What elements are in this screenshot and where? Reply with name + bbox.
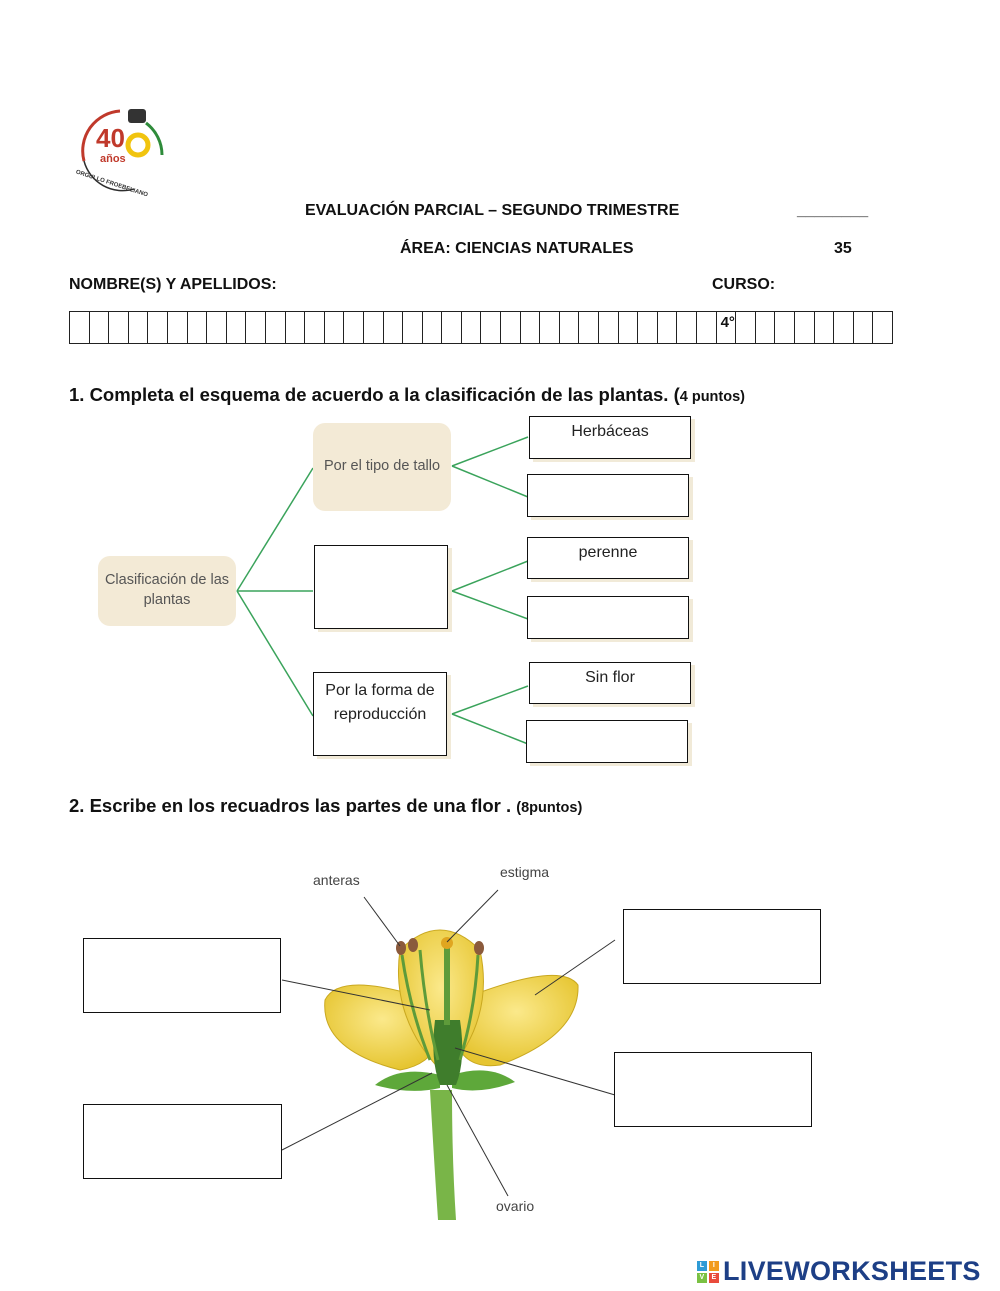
grid-cell[interactable] [364,312,384,343]
scheme-root: Clasificación de las plantas [98,556,236,626]
name-grid: 4° [69,311,893,344]
grid-cell[interactable] [501,312,521,343]
grid-cell[interactable] [756,312,776,343]
question-2-text: 2. Escribe en los recuadros las partes d… [69,795,517,816]
grid-cell[interactable] [90,312,110,343]
sepal-left [375,1071,440,1091]
grid-cell[interactable] [697,312,717,343]
scheme-connectors [236,436,529,745]
anther-3 [474,941,484,955]
grid-cell[interactable] [70,312,90,343]
grid-cell[interactable] [658,312,678,343]
score-blank: ________ [797,202,869,219]
label-anteras: anteras [313,872,360,888]
brand-text: LIVEWORKSHEETS [723,1256,981,1286]
question-1-points: 4 puntos) [679,389,745,405]
question-2: 2. Escribe en los recuadros las partes d… [69,795,582,817]
scheme-leaf-sin-flor: Sin flor [529,662,691,704]
grid-cell[interactable] [246,312,266,343]
flower-answer-box-4[interactable] [614,1052,812,1127]
grid-cell[interactable] [834,312,854,343]
scheme-branch-stem: Por el tipo de tallo [313,423,451,511]
ovary-shape [433,1020,463,1085]
petal-right [454,974,579,1067]
liveworksheets-brand: L I V E LIVEWORKSHEETS [697,1256,981,1287]
grid-cell[interactable] [619,312,639,343]
answer-box-leaf-6[interactable] [526,720,688,763]
grid-cell[interactable] [775,312,795,343]
grid-cell[interactable] [579,312,600,343]
grid-cell[interactable] [423,312,443,343]
name-label: NOMBRE(S) Y APELLIDOS: [69,276,277,293]
grid-cell[interactable] [815,312,835,343]
flower-answer-box-3[interactable] [623,909,821,984]
answer-box-leaf-2[interactable] [527,474,689,517]
grid-cell[interactable] [854,312,874,343]
logo-word: años [100,153,126,165]
grid-cell[interactable] [462,312,482,343]
scheme-leaf-perenne: perenne [527,537,689,579]
grid-cell[interactable] [129,312,149,343]
brand-square: L [697,1260,707,1271]
grid-cell[interactable] [560,312,580,343]
grid-cell[interactable] [227,312,247,343]
grid-cell[interactable] [168,312,188,343]
grid-cell[interactable] [540,312,560,343]
scheme-leaf-herbaceas: Herbáceas [529,416,691,459]
grid-cell[interactable] [403,312,423,343]
brand-square: V [697,1272,707,1283]
label-ovario: ovario [496,1198,535,1214]
grid-cell[interactable] [148,312,168,343]
grid-cell[interactable] [207,312,227,343]
grid-cell[interactable] [344,312,364,343]
grid-cell[interactable] [481,312,502,343]
grid-cell[interactable] [521,312,541,343]
course-label: CURSO: [712,276,776,293]
grid-cell[interactable] [638,312,658,343]
label-estigma: estigma [500,864,550,880]
petal-center [397,929,484,1076]
scheme-branch-reproduction: Por la forma de reproducción [313,672,447,756]
brand-square: I [709,1260,719,1271]
grid-cell[interactable] [325,312,345,343]
stigma-shape [441,937,453,949]
grid-cell[interactable] [677,312,697,343]
grid-cell[interactable] [305,312,325,343]
grid-cell[interactable] [384,312,404,343]
sepal-right [452,1070,515,1091]
brand-square: E [709,1272,719,1283]
flower-answer-box-2[interactable] [83,1104,282,1179]
score-total: 35 [834,240,852,257]
school-logo: 40 años ORGULLO FROEBELIANO [72,103,172,198]
grid-cell[interactable] [442,312,462,343]
exam-area: ÁREA: CIENCIAS NATURALES [400,240,634,257]
grid-cell[interactable] [599,312,619,343]
grid-cell[interactable] [109,312,129,343]
grid-cell[interactable] [266,312,286,343]
question-1-text: 1. Completa el esquema de acuerdo a la c… [69,384,680,405]
stem-shape [430,1090,456,1220]
answer-box-leaf-4[interactable] [527,596,689,639]
grid-cell[interactable] [795,312,815,343]
grid-cell[interactable] [188,312,208,343]
logo-emblem-icon [81,109,164,192]
grid-cell[interactable] [286,312,306,343]
logo-number: 40 [96,123,125,153]
flower-answer-box-1[interactable] [83,938,281,1013]
anther-2 [408,938,418,952]
style-shape [444,945,450,1025]
question-2-points: (8puntos) [516,800,583,816]
brand-squares-icon: L I V E [697,1260,719,1283]
answer-box-branch[interactable] [314,545,448,629]
question-1: 1. Completa el esquema de acuerdo a la c… [69,384,745,406]
exam-title: EVALUACIÓN PARCIAL – SEGUNDO TRIMESTRE [305,202,680,219]
grid-cell[interactable] [736,312,756,343]
course-cell: 4° [717,312,737,343]
